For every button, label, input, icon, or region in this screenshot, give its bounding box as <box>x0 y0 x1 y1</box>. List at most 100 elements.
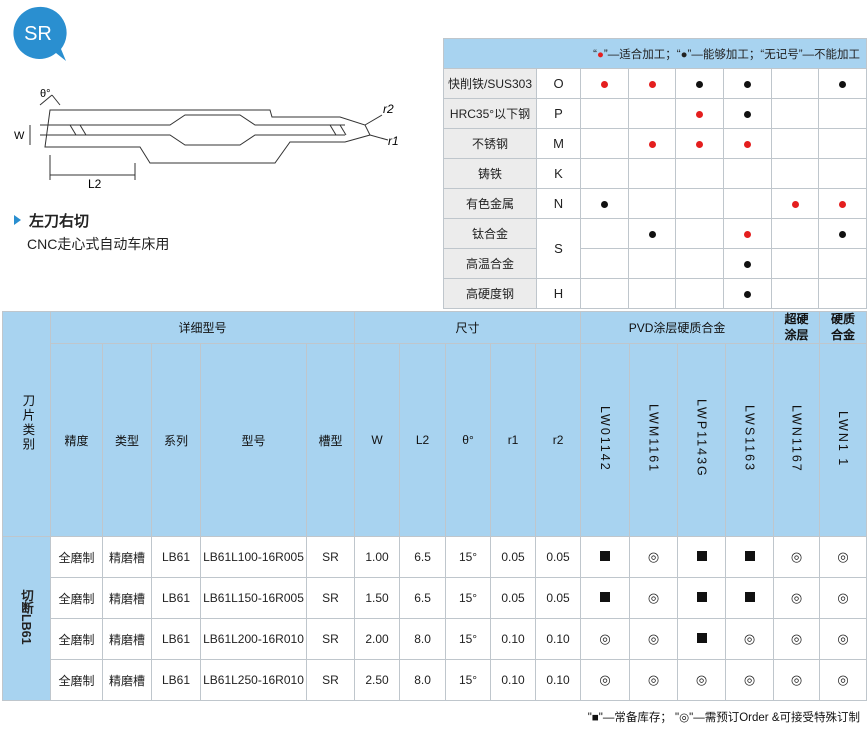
material-name: 钛合金 <box>443 218 537 249</box>
header-grade: LWS1163 <box>725 343 775 538</box>
diagram-l2: L2 <box>88 177 102 191</box>
cell-r2: 0.05 <box>535 577 582 620</box>
stock-cell <box>677 618 727 661</box>
badge-text: SR <box>24 23 52 45</box>
cell-r2: 0.10 <box>535 659 582 702</box>
suitability-cell <box>580 188 629 219</box>
cell-series: LB61 <box>151 659 201 702</box>
red-dot-icon <box>839 200 847 208</box>
circle-order-icon: ◎ <box>647 590 660 606</box>
circle-order-icon: ◎ <box>647 631 660 647</box>
suitability-cell <box>675 98 724 129</box>
suitability-cell <box>771 248 819 279</box>
cell-l2: 6.5 <box>399 536 447 579</box>
circle-order-icon: ◎ <box>790 549 803 565</box>
cell-l2: 8.0 <box>399 659 447 702</box>
cell-theta: 15° <box>445 536 492 579</box>
header-l2: L2 <box>399 343 447 538</box>
red-dot-icon <box>791 200 799 208</box>
cell-series: LB61 <box>151 577 201 620</box>
material-code: S <box>536 218 581 279</box>
header-type: 类型 <box>102 343 152 538</box>
header-model: 型号 <box>200 343 307 538</box>
suitability-cell <box>580 98 629 129</box>
header-pvd: PVD涂层硬质合金 <box>580 310 775 345</box>
material-name: 有色金属 <box>443 188 537 219</box>
suitability-cell <box>675 158 724 189</box>
suitability-cell <box>628 158 676 189</box>
suitability-cell <box>723 68 772 99</box>
cell-r1: 0.05 <box>490 577 537 620</box>
circle-order-icon: ◎ <box>599 672 611 688</box>
stock-cell: ◎ <box>819 536 868 579</box>
black-dot-icon <box>839 230 847 238</box>
suitability-cell <box>817 278 868 309</box>
cell-r1: 0.10 <box>490 659 537 702</box>
cell-l2: 8.0 <box>399 618 447 661</box>
circle-order-icon: ◎ <box>695 672 708 688</box>
suitability-cell <box>817 158 868 189</box>
cell-type: 精磨槽 <box>102 659 152 702</box>
circle-order-icon: ◎ <box>790 631 803 647</box>
black-dot-icon <box>744 110 751 118</box>
material-code: M <box>536 128 581 159</box>
cell-groove: SR <box>305 536 356 579</box>
suitability-cell <box>628 98 676 129</box>
header-grade: LWN1 1 <box>819 343 868 538</box>
stock-cell: ◎ <box>773 577 821 620</box>
material-code: H <box>536 278 581 309</box>
cell-l2: 6.5 <box>399 577 447 620</box>
header-size: 尺寸 <box>354 310 582 345</box>
suitability-cell <box>817 98 868 129</box>
cell-series: LB61 <box>151 536 201 579</box>
suitability-cell <box>817 128 868 159</box>
material-name: HRC35°以下钢 <box>443 98 537 129</box>
cell-precision: 全磨制 <box>50 659 103 702</box>
cell-precision: 全磨制 <box>50 577 103 620</box>
black-dot-icon <box>839 80 847 88</box>
suitability-cell <box>771 218 819 249</box>
cell-type: 精磨槽 <box>102 577 152 620</box>
suitability-cell <box>817 218 868 249</box>
header-category: 刀片类别 <box>2 310 51 538</box>
circle-order-icon: ◎ <box>790 672 803 688</box>
suitability-cell <box>628 188 676 219</box>
footnote: "■"—常备库存； "◎"—需预订Order &可接受特殊订制 <box>587 712 860 724</box>
suitability-cell <box>675 188 724 219</box>
black-dot-icon <box>648 230 656 238</box>
square-stock-icon <box>696 592 707 603</box>
suitability-cell <box>771 158 819 189</box>
header-precision: 精度 <box>50 343 103 538</box>
circle-order-icon: ◎ <box>647 672 660 688</box>
material-row: 高温合金 <box>443 248 868 279</box>
cell-r2: 0.10 <box>535 618 582 661</box>
red-dot-icon <box>696 110 703 118</box>
suitability-cell <box>723 188 772 219</box>
stock-cell: ◎ <box>629 618 679 661</box>
red-dot-icon <box>744 230 751 238</box>
header-grade: LWM1161 <box>629 343 679 538</box>
cell-type: 精磨槽 <box>102 618 152 661</box>
material-code: P <box>536 98 581 129</box>
cell-groove: SR <box>305 577 356 620</box>
cell-w: 2.00 <box>354 618 401 661</box>
header-grade: LWN1167 <box>773 343 821 538</box>
black-dot-icon <box>696 80 703 88</box>
cell-theta: 15° <box>445 577 492 620</box>
suitability-cell <box>723 278 772 309</box>
stock-cell: ◎ <box>773 659 821 702</box>
subtitle: 左刀右切 <box>14 210 89 231</box>
circle-order-icon: ◎ <box>599 631 611 647</box>
stock-cell: ◎ <box>725 618 775 661</box>
suitability-cell <box>675 278 724 309</box>
triangle-bullet-icon <box>14 215 21 225</box>
cell-w: 1.50 <box>354 577 401 620</box>
suitability-cell <box>580 158 629 189</box>
stock-cell: ◎ <box>819 659 868 702</box>
circle-order-icon: ◎ <box>743 631 756 647</box>
legend-row: “●”—适合加工；“●”—能够加工；“无记号”—不能加工 <box>442 38 868 69</box>
square-stock-icon <box>696 633 707 644</box>
